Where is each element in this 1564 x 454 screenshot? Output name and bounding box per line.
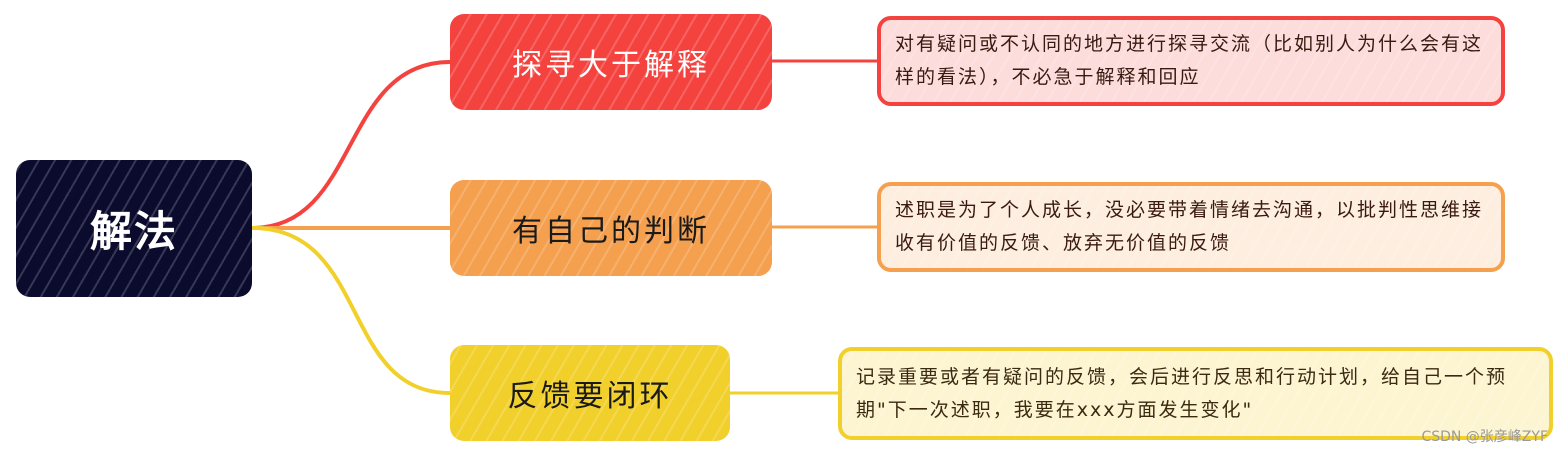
detail-node-feedback-loop: 记录重要或者有疑问的反馈，会后进行反思和行动计划，给自己一个预期"下一次述职，我… xyxy=(838,347,1553,440)
detail-text: 对有疑问或不认同的地方进行探寻交流（比如别人为什么会有这样的看法），不必急于解释… xyxy=(895,33,1484,88)
branch-node-explore: 探寻大于解释 xyxy=(450,14,772,110)
detail-node-explore: 对有疑问或不认同的地方进行探寻交流（比如别人为什么会有这样的看法），不必急于解释… xyxy=(877,16,1505,106)
detail-node-judgement: 述职是为了个人成长，没必要带着情绪去沟通，以批判性思维接收有价值的反馈、放弃无价… xyxy=(877,182,1505,272)
branch-label: 探寻大于解释 xyxy=(512,48,710,83)
branch-label: 反馈要闭环 xyxy=(507,379,673,414)
branch-node-judgement: 有自己的判断 xyxy=(450,180,772,276)
detail-text: 述职是为了个人成长，没必要带着情绪去沟通，以批判性思维接收有价值的反馈、放弃无价… xyxy=(895,199,1484,254)
link-root-branch1 xyxy=(251,60,451,230)
branch-node-feedback-loop: 反馈要闭环 xyxy=(450,345,730,441)
watermark: CSDN @张彦峰ZYF xyxy=(1421,429,1548,445)
link-root-branch3 xyxy=(251,226,451,395)
branch-label: 有自己的判断 xyxy=(512,214,710,249)
root-node: 解法 xyxy=(16,160,252,297)
root-label: 解法 xyxy=(89,207,178,256)
detail-text: 记录重要或者有疑问的反馈，会后进行反思和行动计划，给自己一个预期"下一次述职，我… xyxy=(856,365,1508,421)
